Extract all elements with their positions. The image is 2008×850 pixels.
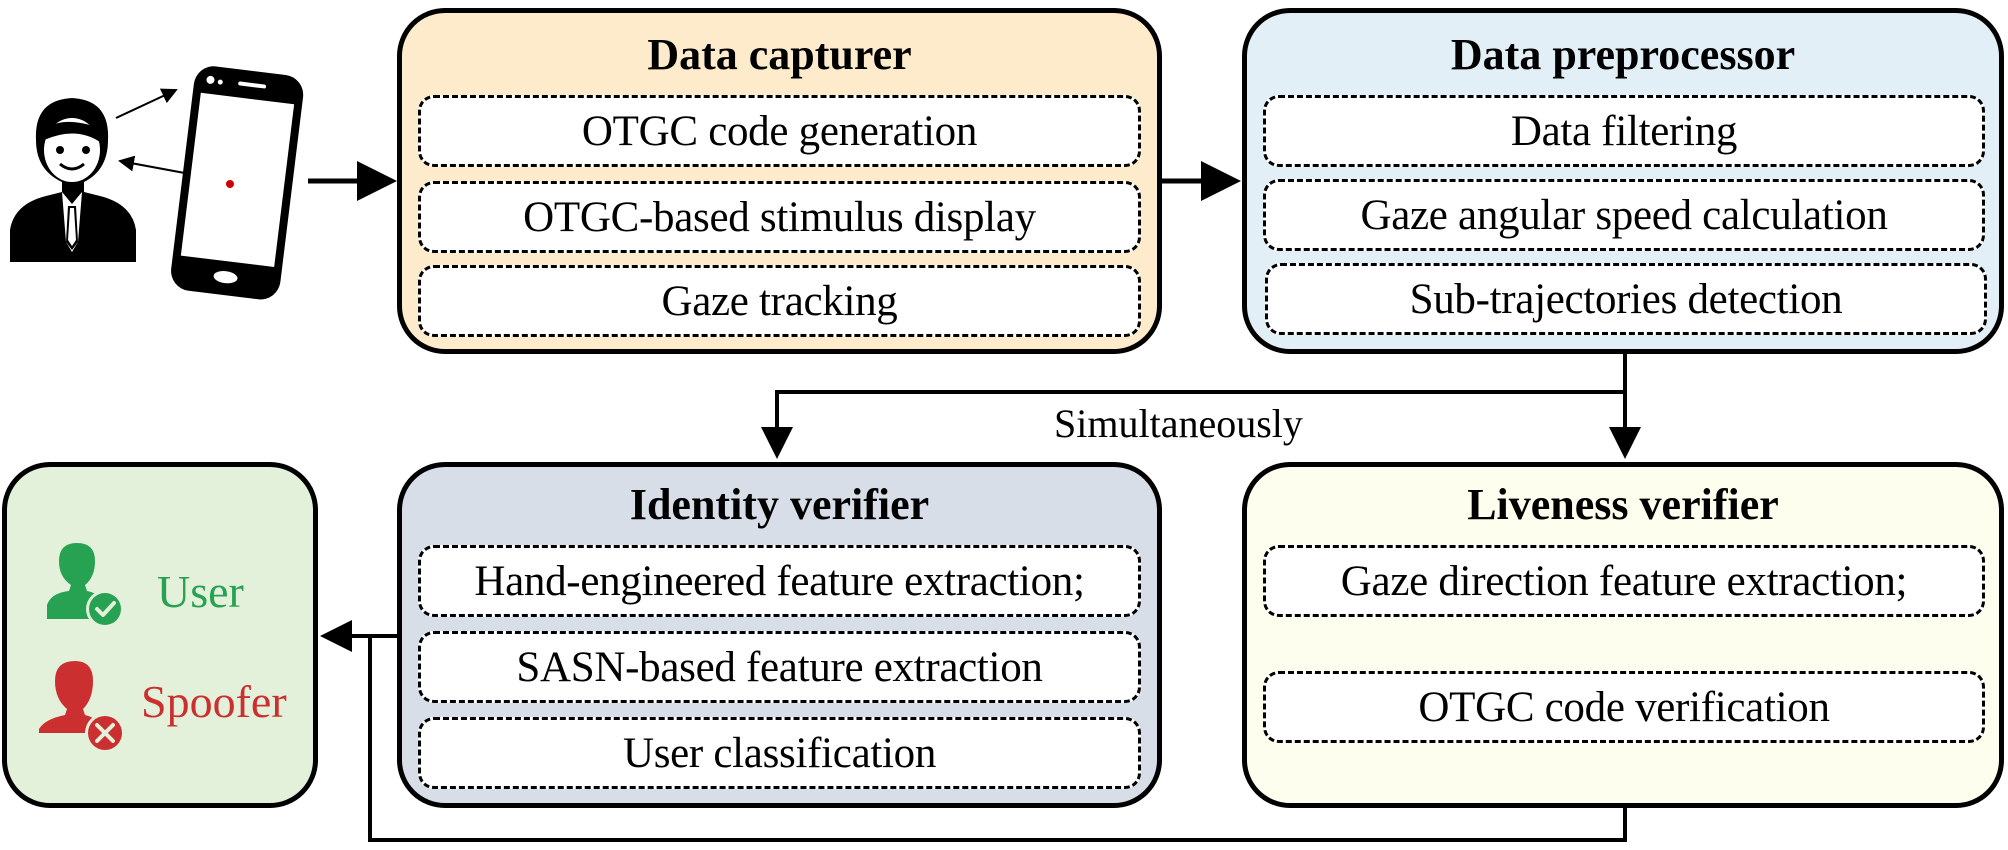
step-box: SASN-based feature extraction (418, 631, 1141, 703)
module-title: Identity verifier (629, 480, 930, 529)
step-box: Gaze tracking (418, 265, 1141, 337)
outcome-user: User (157, 566, 244, 617)
smartphone-icon (171, 66, 304, 300)
step-box: OTGC code generation (418, 95, 1141, 167)
line-liveness-to-result (368, 636, 1627, 842)
module-data-preprocessor: Data preprocessor Data filtering Gaze an… (1242, 8, 2004, 354)
step-box: Gaze direction feature extraction; (1263, 545, 1985, 617)
gaze-arrow-to-phone (115, 88, 178, 119)
outcome-spoofer: Spoofer (141, 676, 287, 727)
module-liveness-verifier: Liveness verifier Gaze direction feature… (1242, 462, 2004, 808)
user-check-icon (47, 543, 124, 628)
arrow-preprocessor-to-identity (761, 390, 1625, 459)
step-box: Sub-trajectories detection (1265, 263, 1987, 335)
step-box: OTGC code verification (1263, 671, 1985, 743)
person-icon (10, 98, 136, 262)
step-box: Gaze angular speed calculation (1263, 179, 1985, 251)
step-box: User classification (418, 717, 1141, 789)
module-title: Liveness verifier (1467, 480, 1779, 529)
step-box: OTGC-based stimulus display (418, 181, 1141, 253)
module-result: User Spoofer (2, 462, 318, 808)
module-identity-verifier: Identity verifier Hand-engineered featur… (397, 462, 1162, 808)
stimulus-dot (226, 180, 234, 188)
user-cross-icon (39, 661, 125, 753)
module-title: Data preprocessor (1450, 30, 1796, 79)
connector-label: Simultaneously (1054, 401, 1303, 446)
step-box: Data filtering (1263, 95, 1985, 167)
step-box: Hand-engineered feature extraction; (418, 545, 1141, 617)
module-data-capturer: Data capturer OTGC code generation OTGC-… (397, 8, 1162, 354)
module-title: Data capturer (647, 30, 912, 79)
